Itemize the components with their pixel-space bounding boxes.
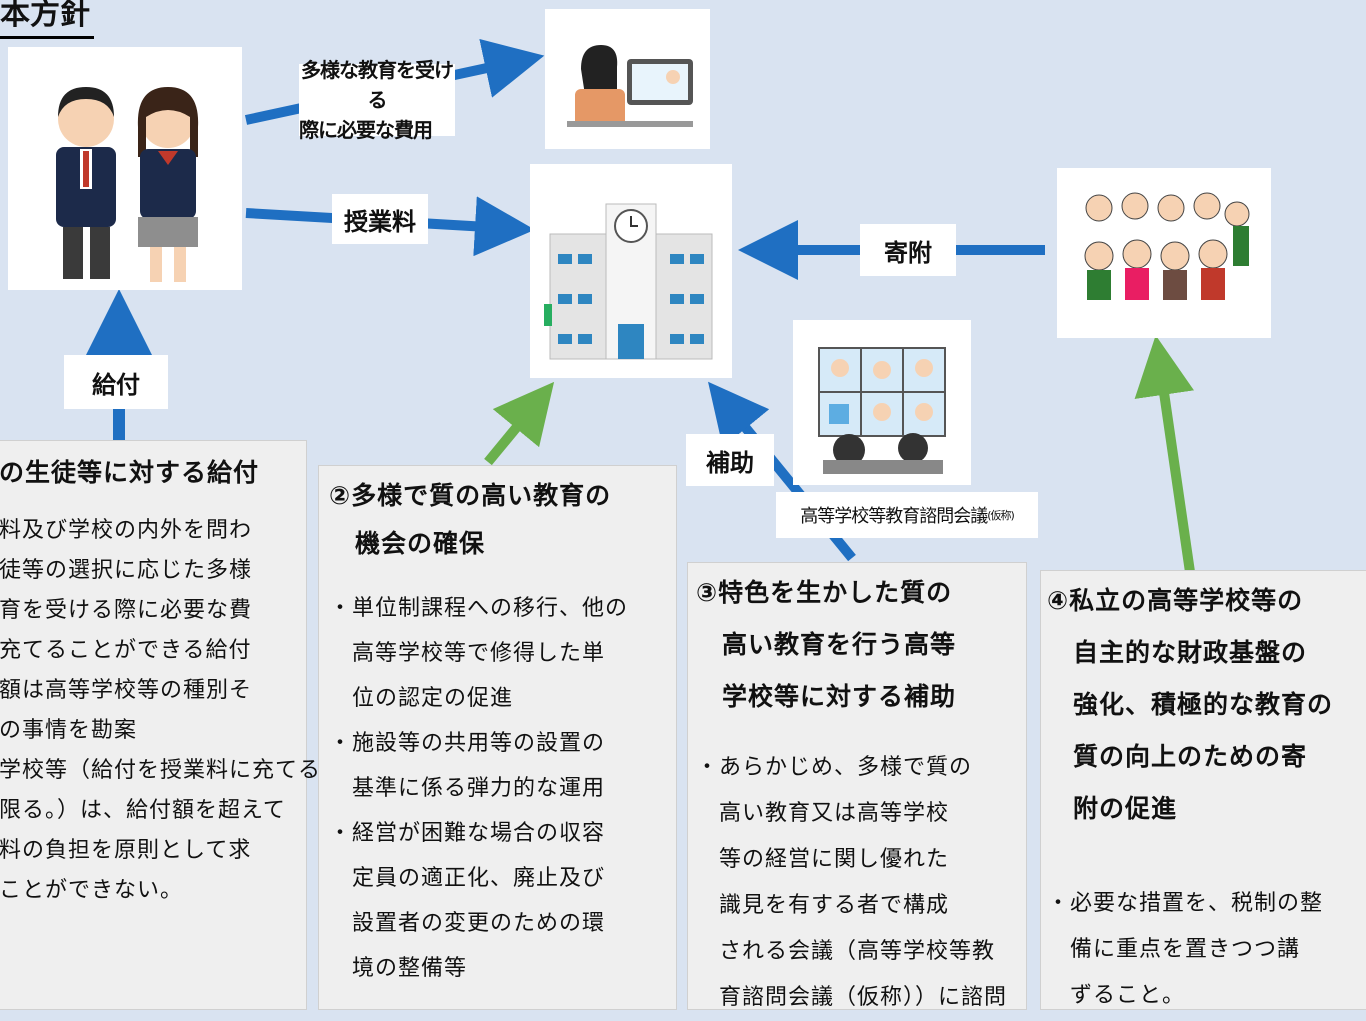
costs-label: 多様な教育を受ける 際に必要な費用: [299, 58, 455, 142]
card-body-line: 学校等（給付を授業料に充てる: [0, 758, 322, 783]
card-school-subsidy: ③特色を生かした質の 高い教育を行う高等 学校等に対する補助 ・あらかじめ、多様…: [687, 562, 1027, 1010]
card-donation-promotion: ④私立の高等学校等の 自主的な財政基盤の 強化、積極的な教育の 質の向上のための…: [1040, 570, 1366, 1010]
card-title-line: 高い教育を行う高等: [696, 630, 957, 659]
card-donation-promotion-body: ・必要な措置を、税制の整 備に重点を置きつつ講 ずること。: [1047, 881, 1366, 1019]
card-title-line: 機会の確保: [329, 529, 486, 558]
card-body-line: 位の認定の促進: [329, 686, 514, 711]
card-donation-promotion-title: ④私立の高等学校等の 自主的な財政基盤の 強化、積極的な教育の 質の向上のための…: [1047, 575, 1366, 835]
card-body-line: 識見を有する者で構成: [696, 893, 950, 918]
card-body-line: 高い教育又は高等学校: [696, 801, 950, 826]
card-body-line: 料の負担を原則として求: [0, 838, 252, 863]
card-body-line: 高等学校等で修得した単: [329, 641, 606, 666]
costs-label-line2: 際に必要な費用: [299, 118, 433, 142]
card-body-line: 基準に係る弾力的な運用: [329, 776, 606, 801]
subsidy-label: 補助: [686, 434, 774, 486]
card-body-line: 充てることができる給付: [0, 638, 252, 663]
card-student-benefit-title: の生徒等に対する給付: [0, 449, 306, 497]
card-title-line: 自主的な財政基盤の: [1047, 638, 1308, 667]
video-conference-illustration: [793, 320, 971, 485]
card-body-line: 料及び学校の内外を問わ: [0, 518, 253, 543]
card-title-line: ③特色を生かした質の: [696, 578, 953, 607]
tuition-label: 授業料: [332, 194, 428, 244]
card-body-line: 額は高等学校等の種別そ: [0, 678, 253, 703]
card-body-line: 育諮問会議（仮称））に諮問: [696, 985, 1008, 1010]
card-body-line: ・必要な措置を、税制の整: [1047, 891, 1324, 916]
arrow-diverse: [484, 381, 555, 466]
card-body-line: 備に重点を置きつつ講: [1047, 937, 1301, 962]
card-title-line: 学校等に対する補助: [696, 682, 957, 711]
card-diverse-education-body: ・単位制課程への移行、他の 高等学校等で修得した単 位の認定の促進 ・施設等の共…: [329, 586, 676, 991]
council-label: 高等学校等教育諮問会議(仮称): [776, 492, 1038, 538]
card-body-line: 限る。）は、給付額を超えて: [0, 798, 286, 823]
card-body-line: ・あらかじめ、多様で質の: [696, 755, 973, 780]
donation-label: 寄附: [860, 224, 956, 276]
students-illustration: [8, 47, 242, 290]
card-body-line: ずること。: [1047, 983, 1186, 1008]
card-body-line: 徒等の選択に応じた多様: [0, 558, 253, 583]
card-title-line: ②多様で質の高い教育の: [329, 481, 612, 510]
council-name: 高等学校等教育諮問会議: [800, 506, 988, 527]
card-body-line: 育を受ける際に必要な費: [0, 598, 253, 623]
card-body-line: ことができない。: [0, 878, 184, 903]
card-body-line: される会議（高等学校等教: [696, 939, 996, 964]
card-body-line: ・単位制課程への移行、他の: [329, 596, 629, 621]
card-diverse-education: ②多様で質の高い教育の 機会の確保 ・単位制課程への移行、他の 高等学校等で修得…: [318, 465, 677, 1010]
card-school-subsidy-title: ③特色を生かした質の 高い教育を行う高等 学校等に対する補助: [696, 567, 1026, 723]
card-title-line: ④私立の高等学校等の: [1047, 586, 1304, 615]
card-title-line: 強化、積極的な教育の: [1047, 690, 1334, 719]
card-title-line: の生徒等に対する給付: [0, 458, 260, 487]
council-suffix: (仮称): [987, 509, 1015, 522]
card-body-line: 境の整備等: [329, 956, 468, 981]
card-student-benefit: の生徒等に対する給付 料及び学校の内外を問わ 徒等の選択に応じた多様 育を受ける…: [0, 440, 322, 1010]
benefit-label: 給付: [64, 355, 168, 409]
card-body-line: 等の経営に関し優れた: [696, 847, 950, 872]
online-learning-illustration: [545, 9, 710, 149]
card-school-subsidy-body: ・あらかじめ、多様で質の 高い教育又は高等学校 等の経営に関し優れた 識見を有す…: [696, 745, 1026, 1021]
community-people-illustration: [1057, 168, 1271, 338]
card-title-line: 附の促進: [1047, 794, 1178, 823]
card-body-line: ・施設等の共用等の設置の: [329, 731, 606, 756]
card-body-line: の事情を勘案: [0, 718, 138, 743]
school-building-illustration: [530, 164, 732, 378]
card-body-line: 設置者の変更のための環: [329, 911, 606, 936]
card-diverse-education-title: ②多様で質の高い教育の 機会の確保: [329, 472, 676, 568]
costs-label-line1: 多様な教育を受ける: [301, 58, 454, 112]
card-student-benefit-body: 料及び学校の内外を問わ 徒等の選択に応じた多様 育を受ける際に必要な費 充てるこ…: [0, 511, 322, 911]
card-title-line: 質の向上のための寄: [1047, 742, 1308, 771]
page-title: 本方針: [0, 0, 94, 39]
card-body-line: 定員の適正化、廃止及び: [329, 866, 606, 891]
arrow-donation-promo: [1134, 335, 1195, 573]
card-body-line: ・経営が困難な場合の収容: [329, 821, 606, 846]
